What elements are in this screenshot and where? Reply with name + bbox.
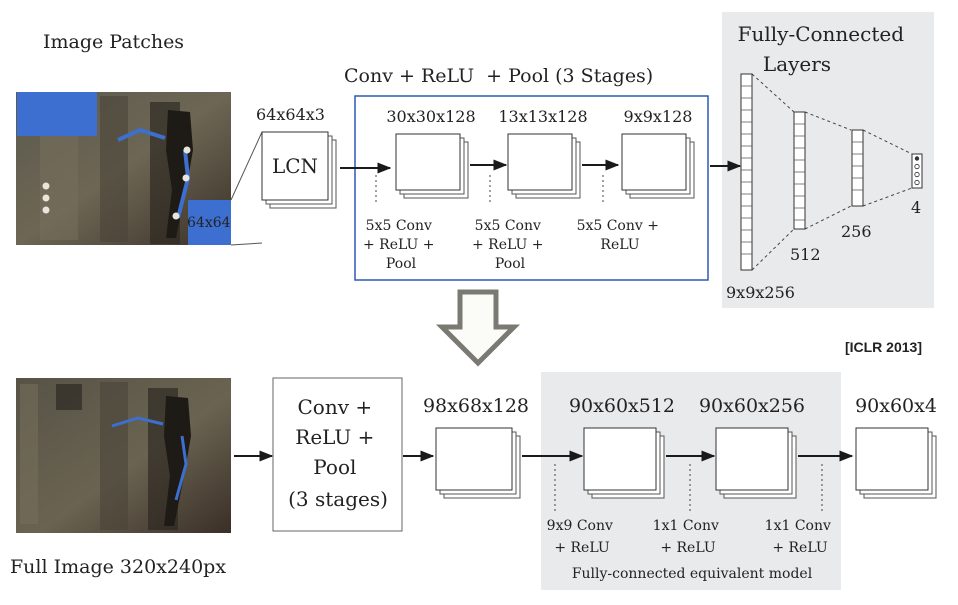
patch-crop	[188, 200, 231, 245]
stage2-op: 5x5 Conv + ReLU + Pool	[472, 218, 548, 272]
conv-stages-frame	[354, 95, 709, 281]
conv-stages-box-label: Conv + ReLU + Pool (3 stages)	[288, 395, 388, 511]
stage3-block	[621, 133, 695, 199]
bottom-op-3: 1x1 Conv + ReLU	[765, 518, 836, 556]
fc-title: Fully-Connected Layers	[738, 22, 911, 76]
bottom-block-1	[435, 427, 521, 499]
patch-highlight	[17, 92, 97, 136]
full-image-photo	[16, 378, 231, 533]
patch-photo	[16, 92, 231, 245]
bottom-size-3: 90x60x256	[699, 395, 805, 417]
lcn-block	[261, 131, 337, 209]
stage2-block	[507, 133, 581, 199]
stage1-block	[395, 133, 469, 199]
fc-size-4: 4	[911, 198, 921, 217]
fc-layer-2	[793, 111, 806, 230]
stage3-op: 5x5 Conv + ReLU	[577, 218, 664, 253]
transform-arrow	[435, 289, 521, 367]
citation: [ICLR 2013]	[845, 339, 922, 355]
conv-stages-box	[272, 377, 403, 532]
fc-output-layer	[911, 153, 923, 189]
conv-section-title: Conv + ReLU + Pool (3 Stages)	[344, 65, 653, 87]
fc-size-2: 512	[790, 245, 821, 264]
bottom-block-3	[715, 427, 797, 499]
bottom-size-4: 90x60x4	[855, 395, 937, 417]
equivalent-model-label: Fully-connected equivalent model	[572, 566, 813, 582]
bottom-block-4	[855, 427, 937, 499]
bottom-size-2: 90x60x512	[569, 395, 675, 417]
bottom-op-1: 9x9 Conv + ReLU	[547, 518, 618, 556]
input-size-label: 64x64x3	[256, 105, 325, 124]
stage3-size: 9x9x128	[624, 107, 693, 126]
fc-layers-panel	[722, 12, 934, 308]
fc-layer-1	[740, 73, 753, 271]
fc-layer-3	[851, 129, 864, 207]
stage2-size: 13x13x128	[498, 107, 587, 126]
zoom-lines	[230, 131, 263, 246]
patch-size-label: 64x64	[187, 215, 231, 231]
fc-size-1: 9x9x256	[726, 283, 795, 302]
bottom-block-2	[583, 427, 665, 499]
stage1-size: 30x30x128	[386, 107, 475, 126]
fc-size-3: 256	[841, 222, 872, 241]
stage1-op: 5x5 Conv + ReLU + Pool	[363, 218, 439, 272]
bottom-size-1: 98x68x128	[423, 395, 529, 417]
fc-connections	[751, 73, 913, 271]
image-patches-label: Image Patches	[43, 31, 184, 53]
bottom-op-2: 1x1 Conv + ReLU	[653, 518, 724, 556]
full-image-label: Full Image 320x240px	[10, 556, 226, 578]
lcn-label: LCN	[272, 154, 318, 178]
